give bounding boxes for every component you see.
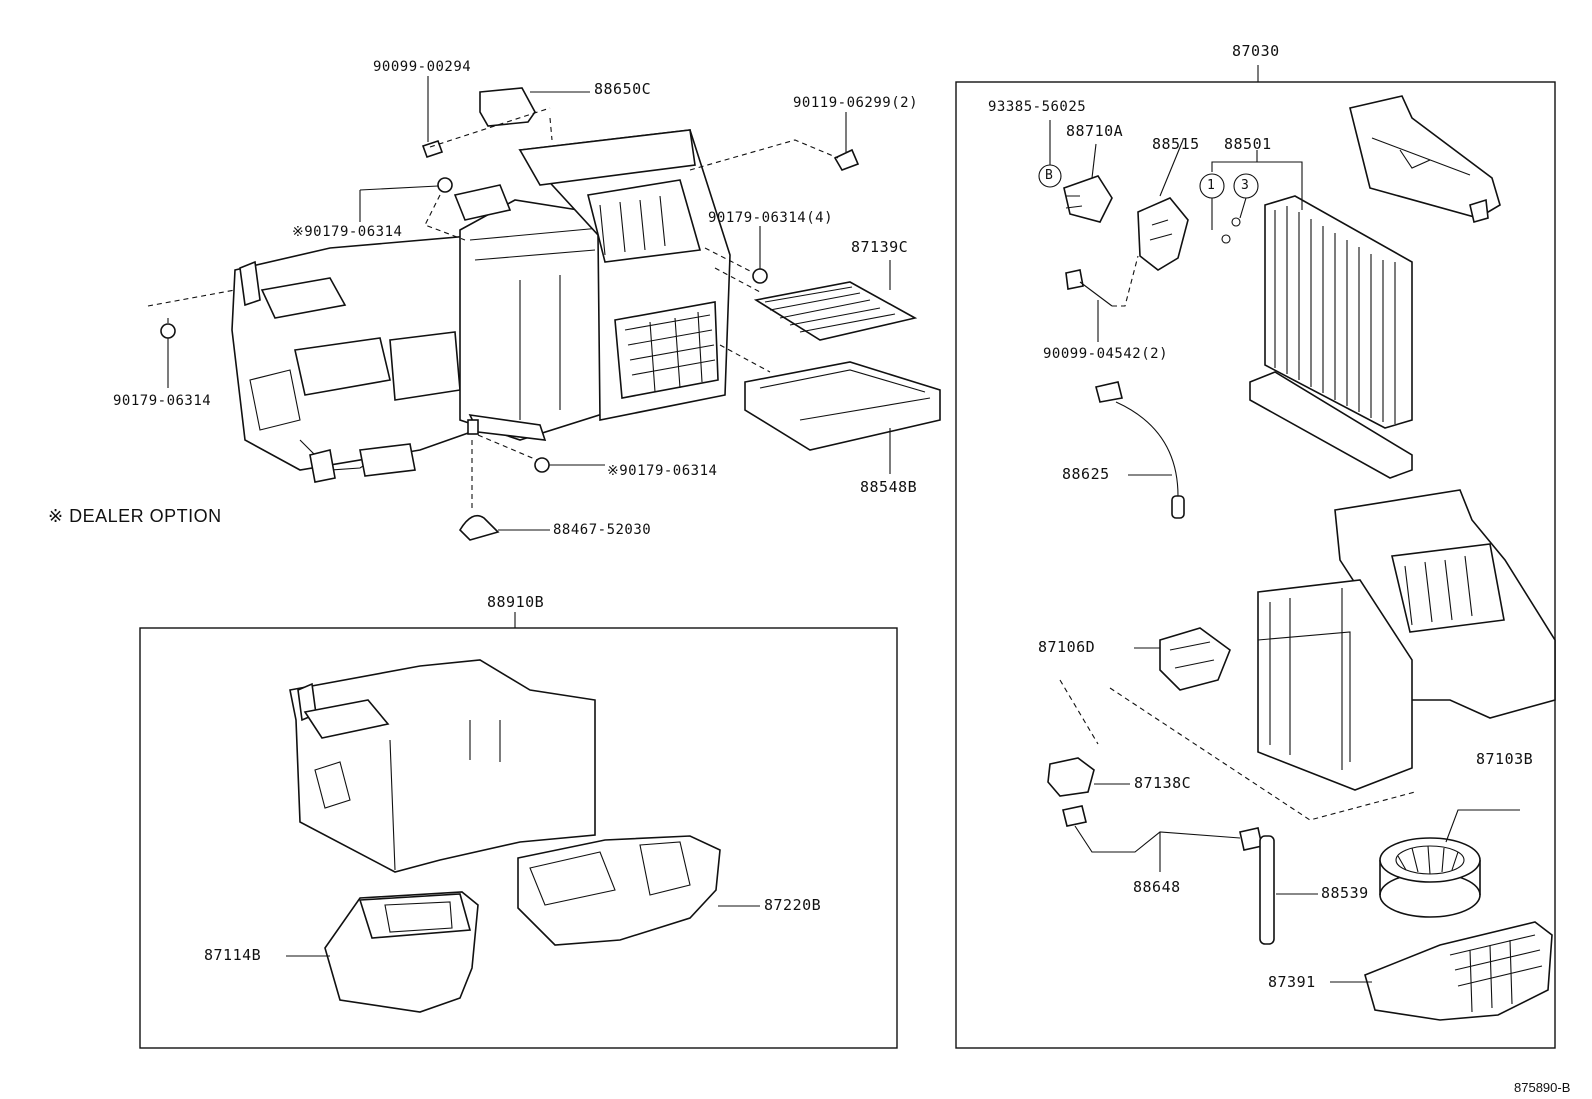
drain-hose-88467-52030: [458, 514, 550, 541]
callout-88710a: 88710A: [1066, 122, 1124, 140]
unit-87030-frame: [955, 81, 1556, 1049]
screw-90119-06299: [833, 112, 860, 171]
nut-90179-06314-lower: [534, 457, 605, 473]
fastener-90099-00294: [421, 76, 444, 159]
o-ring-callout-1: [1199, 173, 1231, 244]
callout-90179-06314-option-upper: ※90179-06314: [292, 224, 403, 240]
callout-88539: 88539: [1321, 884, 1369, 902]
callout-87030: 87030: [1232, 42, 1280, 60]
nut-90179-06314-upper: [359, 177, 453, 222]
bracket-88650c: [479, 87, 590, 127]
callout-88515: 88515: [1152, 135, 1200, 153]
case-88910b-frame: [139, 627, 898, 1049]
duct-87220b: [517, 835, 760, 946]
pipe-block-88710a: [1063, 143, 1113, 223]
expansion-valve-88515: [1137, 197, 1189, 271]
nut-90179-06314-left: [160, 323, 176, 388]
callout-88910b: 88910B: [487, 593, 545, 611]
marker-3-label: 3: [1241, 178, 1250, 193]
callout-90099-00294: 90099-00294: [373, 59, 472, 75]
callout-87106d: 87106D: [1038, 638, 1096, 656]
callout-88501: 88501: [1224, 135, 1272, 153]
marker-b-label: B: [1045, 168, 1054, 183]
marker-circle-b: [1038, 120, 1062, 188]
callout-90119-06299: 90119-06299(2): [793, 95, 919, 111]
air-filter-87139c: [753, 260, 918, 341]
callout-87138c: 87138C: [1134, 774, 1192, 792]
callout-88625: 88625: [1062, 465, 1110, 483]
callout-87220b: 87220B: [764, 896, 822, 914]
callout-87391: 87391: [1268, 973, 1316, 991]
callout-90179-06314-4: 90179-06314(4): [708, 210, 834, 226]
callout-87114b: 87114B: [204, 946, 262, 964]
duct-87114b: [286, 891, 479, 1013]
callout-90179-06314-left: 90179-06314: [113, 393, 212, 409]
evaporator-88501: [1249, 195, 1413, 479]
blower-motor-87103b: [1379, 809, 1520, 918]
heater-case-88910b-upper: [289, 659, 596, 873]
hose-88539: [1259, 835, 1318, 945]
callout-90179-06314-option-lower: ※90179-06314: [607, 463, 718, 479]
heater-core-case-lower: [1257, 489, 1556, 791]
dealer-option-note: ※ DEALER OPTION: [48, 506, 222, 526]
callout-88650c: 88650C: [594, 80, 652, 98]
bolt-90099-04542: [1065, 255, 1139, 342]
callout-90099-04542: 90099-04542(2): [1043, 346, 1169, 362]
servo-87106d: [1134, 627, 1231, 691]
callout-87103b: 87103B: [1476, 750, 1534, 768]
heater-unit-assembly: [231, 129, 731, 483]
figure-id: 875890-B: [1514, 1080, 1571, 1095]
harness-88648: [1062, 805, 1263, 872]
marker-1-label: 1: [1207, 178, 1216, 193]
blower-housing-upper: [1349, 95, 1501, 223]
connector-87138c: [1047, 757, 1130, 797]
thermistor-88625: [1095, 381, 1185, 519]
filter-case-88548b: [744, 361, 941, 474]
callout-87139c: 87139C: [851, 238, 909, 256]
callout-93385-56025: 93385-56025: [988, 99, 1087, 115]
blower-case-87391: [1330, 921, 1553, 1021]
callout-88648: 88648: [1133, 878, 1181, 896]
o-ring-callout-3: [1231, 173, 1259, 227]
callout-88467-52030: 88467-52030: [553, 522, 652, 538]
callout-88548b: 88548B: [860, 478, 918, 496]
nut-90179-06314-right: [752, 226, 768, 284]
